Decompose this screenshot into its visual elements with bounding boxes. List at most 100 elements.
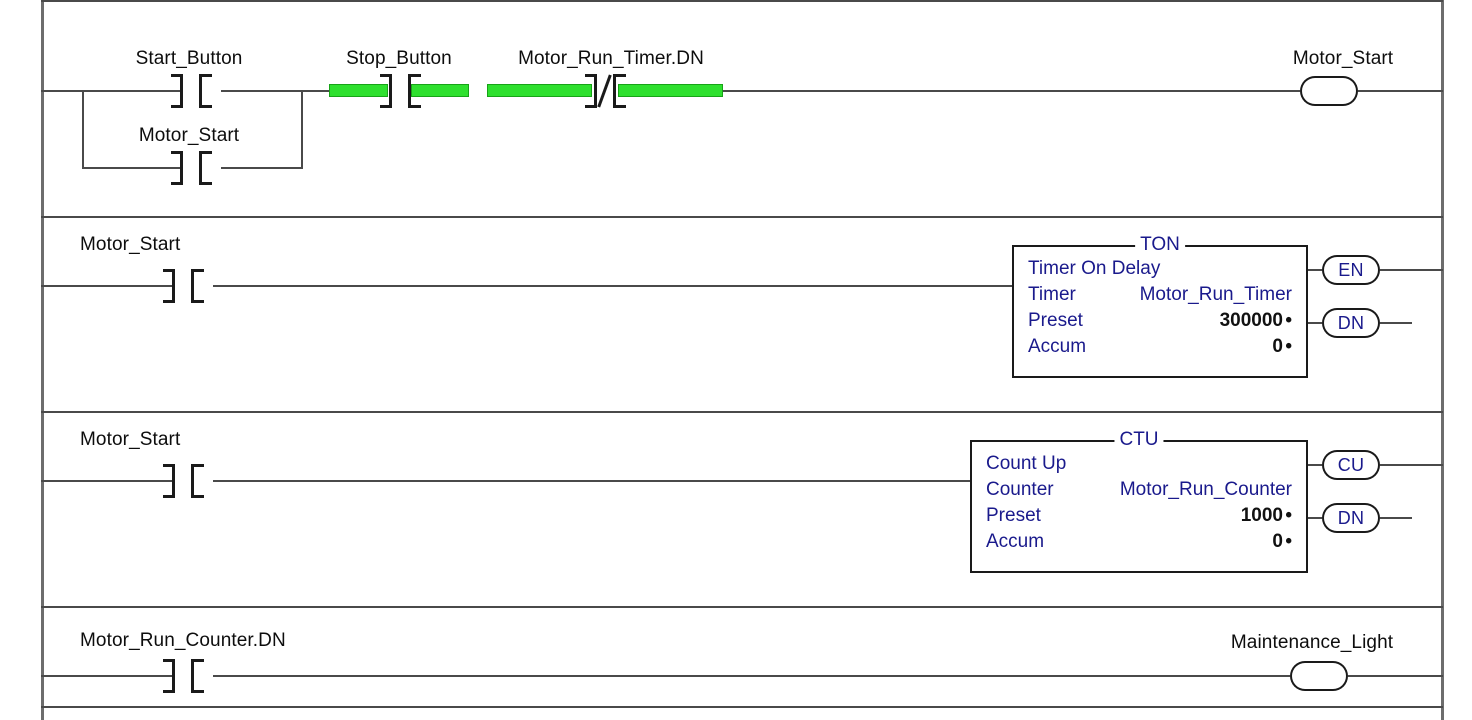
block-description-row: Timer On Delay <box>1028 256 1292 282</box>
block-row-value-group: 300000• <box>1220 308 1292 334</box>
value-modified-marker: • <box>1285 310 1292 331</box>
block-mnemonic-ctu: CTU <box>1114 429 1164 451</box>
block-description: Timer On Delay <box>1028 258 1161 279</box>
rung-separator-2 <box>41 216 1443 218</box>
energized-highlight-timer-dn-left <box>487 84 592 97</box>
block-row-value: Motor_Run_Timer <box>1139 284 1292 305</box>
rung-1-label-motor-start-coil: Motor_Start <box>1292 48 1394 69</box>
contact-foot <box>615 74 626 77</box>
instruction-block-ctu[interactable]: CTU Count Up Counter Motor_Run_Counter P… <box>970 429 1308 573</box>
contact-foot <box>201 74 212 77</box>
coil-arc-right <box>1351 450 1380 480</box>
contact-foot <box>193 269 204 272</box>
coil-arc-right <box>1319 661 1348 691</box>
block-row-value-group: 0• <box>1272 334 1292 360</box>
contact-foot <box>171 151 182 154</box>
block-row-name: Counter <box>986 479 1054 500</box>
contact-foot <box>163 659 174 662</box>
contact-bar <box>594 74 597 108</box>
contact-bar <box>172 464 175 498</box>
contact-foot <box>163 495 174 498</box>
rung-1-label-motor-run-timer-dn: Motor_Run_Timer.DN <box>518 48 704 69</box>
rung-separator-1 <box>41 0 1443 2</box>
rung-1-wire-left <box>41 90 181 92</box>
contact-bar <box>199 74 202 108</box>
rung-1-label-stop-button: Stop_Button <box>346 48 452 69</box>
rung-4-wire-left <box>41 675 173 677</box>
right-power-rail <box>1441 0 1444 720</box>
coil-arc-left <box>1322 308 1351 338</box>
coil-ctu-dn[interactable]: DN <box>1322 503 1380 533</box>
contact-bar <box>191 269 194 303</box>
contact-foot <box>193 300 204 303</box>
rung-3-wire-to-block <box>213 480 971 482</box>
contact-foot <box>201 151 212 154</box>
block-row-value-group: 0• <box>1272 529 1292 555</box>
block-row-preset[interactable]: Preset 300000• <box>1028 308 1292 334</box>
block-row-accum[interactable]: Accum 0• <box>1028 334 1292 360</box>
rung-1-label-motor-start-seal: Motor_Start <box>138 125 240 146</box>
rung-4-label-maintenance-light: Maintenance_Light <box>1230 632 1394 653</box>
contact-foot <box>585 74 596 77</box>
rung-4-wire-coil-right <box>1348 675 1443 677</box>
contact-bar <box>408 74 411 108</box>
coil-ton-dn[interactable]: DN <box>1322 308 1380 338</box>
rung-1-wire-mid <box>221 90 332 92</box>
contact-motor-start-rung2[interactable] <box>163 269 204 303</box>
coil-maintenance-light[interactable] <box>1290 661 1348 691</box>
contact-foot <box>171 105 182 108</box>
rung-separator-4 <box>41 606 1443 608</box>
contact-foot <box>171 74 182 77</box>
coil-arc-right <box>1329 76 1358 106</box>
contact-foot <box>193 495 204 498</box>
rung-1-label-start-button: Start_Button <box>135 48 243 69</box>
rung-3-wire-left <box>41 480 173 482</box>
block-row-name: Accum <box>986 531 1045 552</box>
block-row-name: Timer <box>1028 284 1076 305</box>
coil-ctu-cu[interactable]: CU <box>1322 450 1380 480</box>
block-description: Count Up <box>986 453 1067 474</box>
energized-highlight-stop-button-left <box>329 84 388 97</box>
contact-start-button[interactable] <box>171 74 212 108</box>
contact-bar <box>389 74 392 108</box>
rung-3-wire-cu-stub <box>1308 464 1322 466</box>
contact-bar <box>199 151 202 185</box>
left-power-rail <box>41 0 44 720</box>
block-body: Timer On Delay Timer Motor_Run_Timer Pre… <box>1014 247 1306 360</box>
block-row-timer[interactable]: Timer Motor_Run_Timer <box>1028 282 1292 308</box>
coil-motor-start[interactable] <box>1300 76 1358 106</box>
contact-foot <box>380 74 391 77</box>
block-row-counter[interactable]: Counter Motor_Run_Counter <box>986 477 1292 503</box>
block-body: Count Up Counter Motor_Run_Counter Prese… <box>972 442 1306 555</box>
rung-1-branch-right-vertical <box>301 90 303 168</box>
rung-1-branch-wire-right <box>221 167 303 169</box>
block-row-value: 0 <box>1272 531 1283 552</box>
coil-ton-en[interactable]: EN <box>1322 255 1380 285</box>
contact-foot <box>163 300 174 303</box>
block-row-preset[interactable]: Preset 1000• <box>986 503 1292 529</box>
contact-motor-run-timer-dn[interactable] <box>585 74 626 108</box>
block-row-name: Accum <box>1028 336 1087 357</box>
contact-motor-start-rung3[interactable] <box>163 464 204 498</box>
coil-label: CU <box>1337 454 1365 475</box>
coil-arc-left <box>1300 76 1329 106</box>
instruction-block-ton[interactable]: TON Timer On Delay Timer Motor_Run_Timer… <box>1012 234 1308 378</box>
block-row-value-group: 1000• <box>1241 503 1292 529</box>
coil-arc-left <box>1322 450 1351 480</box>
coil-arc-left <box>1290 661 1319 691</box>
coil-label <box>1290 661 1348 691</box>
contact-stop-button[interactable] <box>380 74 421 108</box>
contact-foot <box>410 105 421 108</box>
contact-foot <box>193 464 204 467</box>
contact-motor-start-seal-in[interactable] <box>171 151 212 185</box>
rung-3-wire-dn-stub <box>1308 517 1322 519</box>
block-row-name: Preset <box>986 505 1041 526</box>
contact-motor-run-counter-dn[interactable] <box>163 659 204 693</box>
value-modified-marker: • <box>1285 336 1292 357</box>
block-row-value: 1000 <box>1240 505 1283 526</box>
contact-foot <box>615 105 626 108</box>
value-modified-marker: • <box>1285 505 1292 526</box>
block-row-accum[interactable]: Accum 0• <box>986 529 1292 555</box>
rung-1-branch-left-vertical <box>82 90 84 168</box>
